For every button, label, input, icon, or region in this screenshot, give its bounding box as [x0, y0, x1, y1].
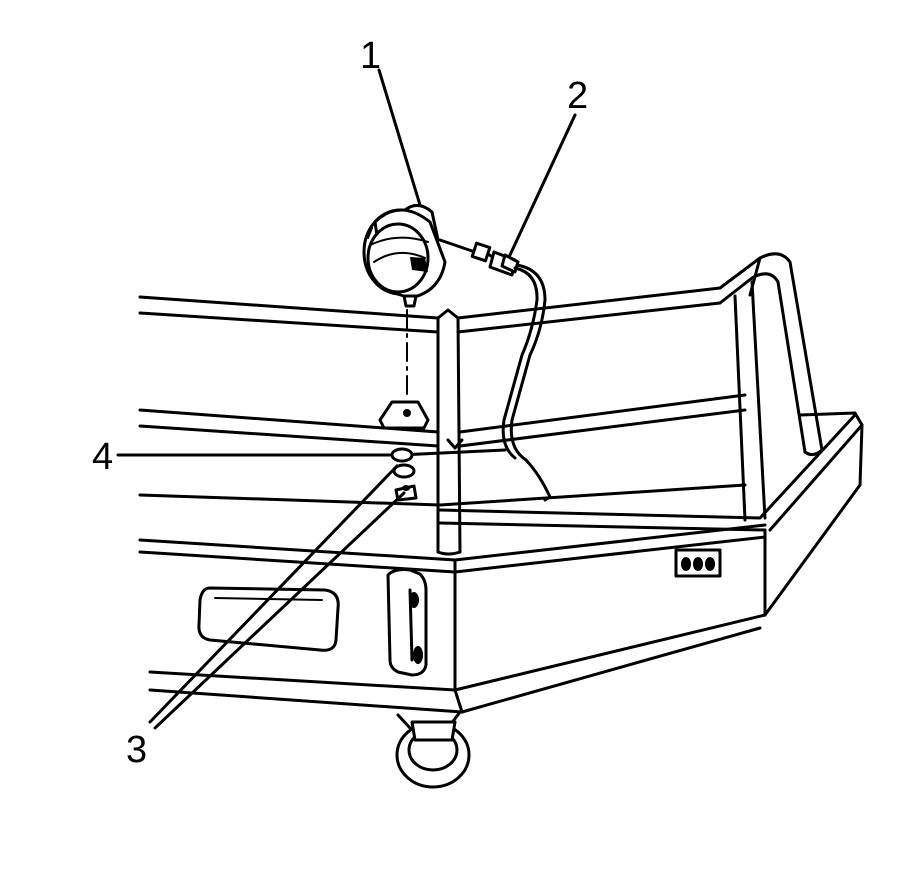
work-lamp — [362, 204, 447, 308]
callout-2: 2 — [567, 75, 588, 117]
leader-3a — [148, 464, 399, 724]
callout-leaders — [116, 68, 577, 730]
wiring-harness — [398, 238, 552, 499]
leader-2 — [508, 113, 577, 257]
lamp-mounting — [378, 309, 430, 502]
leader-3b — [153, 491, 406, 730]
callout-4: 4 — [92, 436, 113, 478]
bumper-assembly — [138, 286, 864, 789]
callout-1: 1 — [360, 35, 381, 77]
leader-1 — [377, 68, 422, 207]
callout-3: 3 — [126, 729, 147, 771]
callout-labels: 1 2 3 4 — [92, 35, 588, 771]
brush-guard-tube — [436, 252, 824, 556]
